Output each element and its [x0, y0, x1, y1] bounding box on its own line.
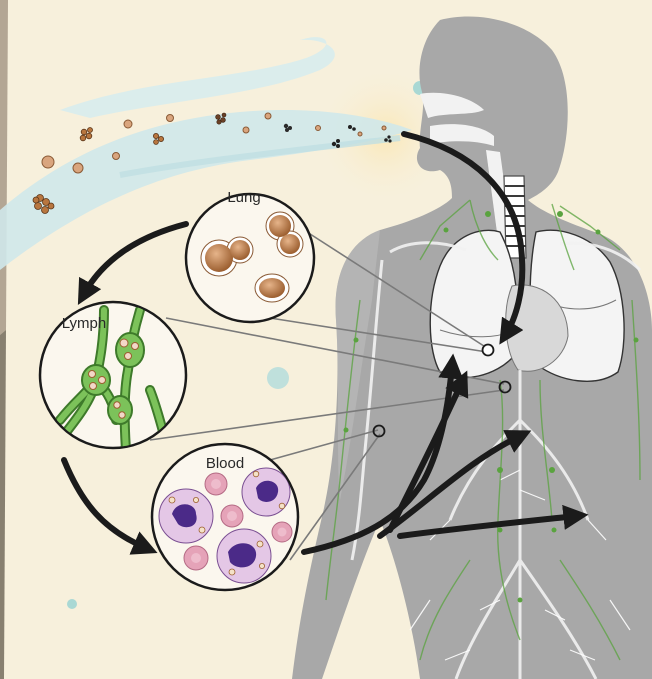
lymph-node — [116, 333, 144, 367]
blood-inset-circle: Blood — [152, 444, 298, 590]
lung-target-point — [483, 345, 494, 356]
lymph-node — [82, 365, 110, 395]
neutrophil-cell — [159, 489, 213, 543]
lymph-node — [108, 396, 132, 424]
red-blood-cell — [272, 522, 292, 542]
red-blood-cell — [205, 473, 227, 495]
red-blood-cell — [221, 505, 243, 527]
red-blood-cell — [184, 546, 208, 570]
decor-dot — [67, 599, 77, 609]
blood-label: Blood — [206, 455, 244, 472]
lymph-label: Lymph — [62, 315, 106, 332]
decor-dot — [267, 367, 289, 389]
neutrophil-cell — [217, 529, 271, 583]
lung-label: Lung — [227, 189, 260, 206]
neutrophil-cell — [242, 468, 290, 516]
macrophage-cell — [255, 274, 289, 302]
lymph-inset-circle: Lymph — [40, 302, 186, 450]
